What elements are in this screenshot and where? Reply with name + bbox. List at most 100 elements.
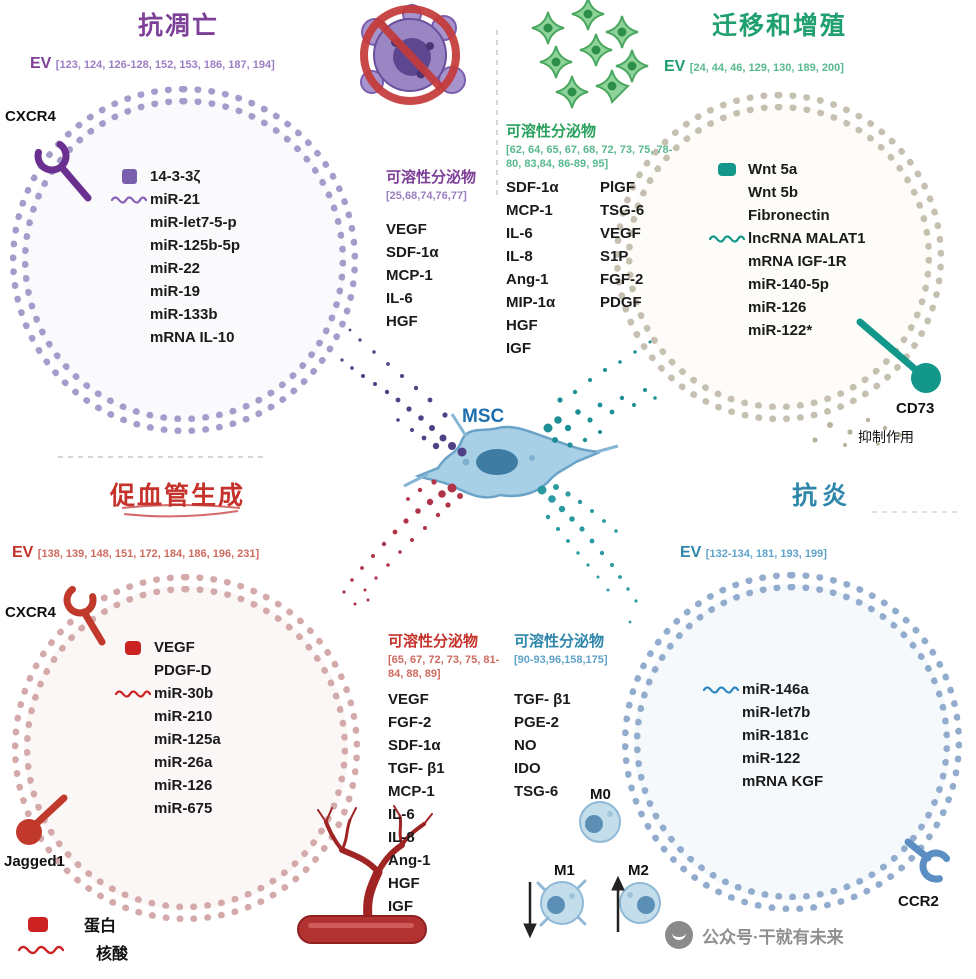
inhibition-note: 抑制作用 bbox=[858, 429, 914, 445]
ev-ref-numbers: [138, 139, 148, 151, 172, 184, 186, 196,… bbox=[37, 548, 260, 560]
cargo-row: PDGF-D bbox=[112, 659, 221, 682]
soluble-item: MCP-1 bbox=[388, 783, 435, 800]
cargo-row: 14-3-3ζ bbox=[108, 165, 240, 188]
cargo-row: miR-21 bbox=[108, 188, 240, 211]
cargo-row: miR-let7b bbox=[700, 701, 823, 724]
soluble-item: FGF-2 bbox=[388, 714, 432, 731]
msc-label: MSC bbox=[462, 406, 505, 427]
soluble-title: 可溶性分泌物 bbox=[514, 633, 605, 650]
cargo-item: mRNA KGF bbox=[742, 773, 824, 790]
soluble-item: FGF-2 bbox=[600, 271, 644, 288]
cargo-row: miR-26a bbox=[112, 751, 221, 774]
cargo-item: miR-125a bbox=[154, 731, 221, 748]
cargo-row: miR-122 bbox=[700, 747, 823, 770]
soluble-item: NO bbox=[514, 737, 537, 754]
cargo-item: mRNA IL-10 bbox=[150, 329, 235, 346]
cargo-row: miR-126 bbox=[706, 296, 866, 319]
soluble-item: TGF- β1 bbox=[388, 760, 445, 777]
ev-ref-numbers: [132-134, 181, 193, 199] bbox=[705, 548, 827, 560]
soluble-item: IL-8 bbox=[506, 248, 533, 265]
rna-wave-icon bbox=[108, 194, 150, 206]
cargo-row: miR-140-5p bbox=[706, 273, 866, 296]
m2-label: M2 bbox=[628, 862, 649, 879]
cargo-item: VEGF bbox=[154, 639, 195, 656]
jagged1-label: Jagged1 bbox=[4, 853, 65, 870]
cargo-row: VEGF bbox=[112, 636, 221, 659]
cargo-item: miR-133b bbox=[150, 306, 218, 323]
cargo-row: miR-125b-5p bbox=[108, 234, 240, 257]
soluble-item: SDF-1α bbox=[506, 179, 559, 196]
vesicle-angiogenesis bbox=[12, 574, 360, 922]
vesicle-outer-ring bbox=[614, 92, 944, 422]
cargo-item: miR-126 bbox=[748, 299, 807, 316]
soluble-block-anti-apoptosis: 可溶性分泌物 [25,68,74,76,77] VEGF SDF-1α MCP-… bbox=[386, 166, 506, 336]
cargo-item: miR-let7-5-p bbox=[150, 214, 237, 231]
cargo-row: miR-126 bbox=[112, 774, 221, 797]
vesicle-anti-apoptosis bbox=[10, 86, 358, 434]
cargo-row: miR-675 bbox=[112, 797, 221, 820]
cargo-row: miR-22 bbox=[108, 257, 240, 280]
cargo-item: miR-22 bbox=[150, 260, 201, 277]
cargo-item: miR-146a bbox=[742, 681, 809, 698]
cxcr4-label-tl: CXCR4 bbox=[5, 108, 56, 125]
protein-legend-icon bbox=[28, 916, 48, 932]
soluble-item: SDF-1α bbox=[388, 737, 441, 754]
soluble-item: VEGF bbox=[600, 225, 641, 242]
title-anti-inflammation: 抗炎 bbox=[792, 482, 853, 510]
cargo-row: mRNA IL-10 bbox=[108, 326, 240, 349]
cxcr4-label-bl: CXCR4 bbox=[5, 604, 56, 621]
legend-protein: 蛋白 bbox=[28, 912, 116, 936]
rna-wave-icon bbox=[112, 688, 154, 700]
soluble-item: MCP-1 bbox=[386, 267, 433, 284]
ev-label: EV bbox=[30, 55, 52, 72]
soluble-item: HGF bbox=[388, 875, 420, 892]
title-angiogenesis: 促血管生成 bbox=[110, 482, 246, 510]
macrophage-m1-icon bbox=[536, 879, 587, 927]
soluble-item: IL-6 bbox=[388, 806, 415, 823]
soluble-refs: [65, 67, 72, 73, 75, 81-84, 88, 89] bbox=[388, 654, 500, 680]
soluble-item: Ang-1 bbox=[388, 852, 431, 869]
soluble-item: IL-8 bbox=[388, 829, 415, 846]
rna-legend-icon bbox=[17, 943, 65, 962]
cargo-row: mRNA KGF bbox=[700, 770, 823, 793]
legend-protein-label: 蛋白 bbox=[84, 918, 117, 935]
soluble-item: TGF- β1 bbox=[514, 691, 571, 708]
soluble-item: HGF bbox=[386, 313, 418, 330]
cargo-row: miR-19 bbox=[108, 280, 240, 303]
soluble-item: TSG-6 bbox=[514, 783, 559, 800]
legend-rna-label: 核酸 bbox=[96, 946, 129, 963]
cargo-item: miR-19 bbox=[150, 283, 201, 300]
vesicle-outer-ring bbox=[10, 86, 358, 434]
soluble-item: MCP-1 bbox=[506, 202, 553, 219]
apoptosis-virus-icon bbox=[360, 4, 466, 105]
cargo-row: miR-146a bbox=[700, 678, 823, 701]
ev-label: EV bbox=[680, 544, 702, 561]
cargo-item: miR-30b bbox=[154, 685, 214, 702]
cargo-item: miR-181c bbox=[742, 727, 809, 744]
soluble-refs: [90-93,96,158,175] bbox=[514, 654, 608, 666]
soluble-item: IL-6 bbox=[506, 225, 533, 242]
cargo-item: 14-3-3ζ bbox=[150, 168, 201, 185]
prohibition-slash-icon bbox=[376, 19, 444, 91]
cargo-row: Wnt 5a bbox=[706, 158, 866, 181]
cargo-row: miR-133b bbox=[108, 303, 240, 326]
cargo-item: miR-210 bbox=[154, 708, 213, 725]
soluble-item: HGF bbox=[506, 317, 538, 334]
ev-label: EV bbox=[12, 544, 34, 561]
ccr2-label: CCR2 bbox=[898, 893, 939, 910]
cargo-row: Wnt 5b bbox=[706, 181, 866, 204]
soluble-item: PGE-2 bbox=[514, 714, 560, 731]
legend-rna: 核酸 bbox=[17, 940, 129, 964]
cargo-item: Wnt 5b bbox=[748, 184, 798, 201]
ev-label: EV bbox=[664, 58, 686, 75]
msc-cell-icon bbox=[403, 413, 619, 499]
rna-wave-icon bbox=[706, 233, 748, 245]
ev-refs-anti-inflammation: EV [132-134, 181, 193, 199] bbox=[680, 544, 827, 562]
vesicle-outer-ring bbox=[12, 574, 360, 922]
vesicle-anti-inflammation bbox=[622, 572, 962, 912]
title-migration-proliferation: 迁移和增殖 bbox=[712, 12, 848, 40]
soluble-item: IGF bbox=[506, 340, 531, 357]
cargo-item: Fibronectin bbox=[748, 207, 830, 224]
vesicle-inner-ring bbox=[634, 584, 950, 900]
